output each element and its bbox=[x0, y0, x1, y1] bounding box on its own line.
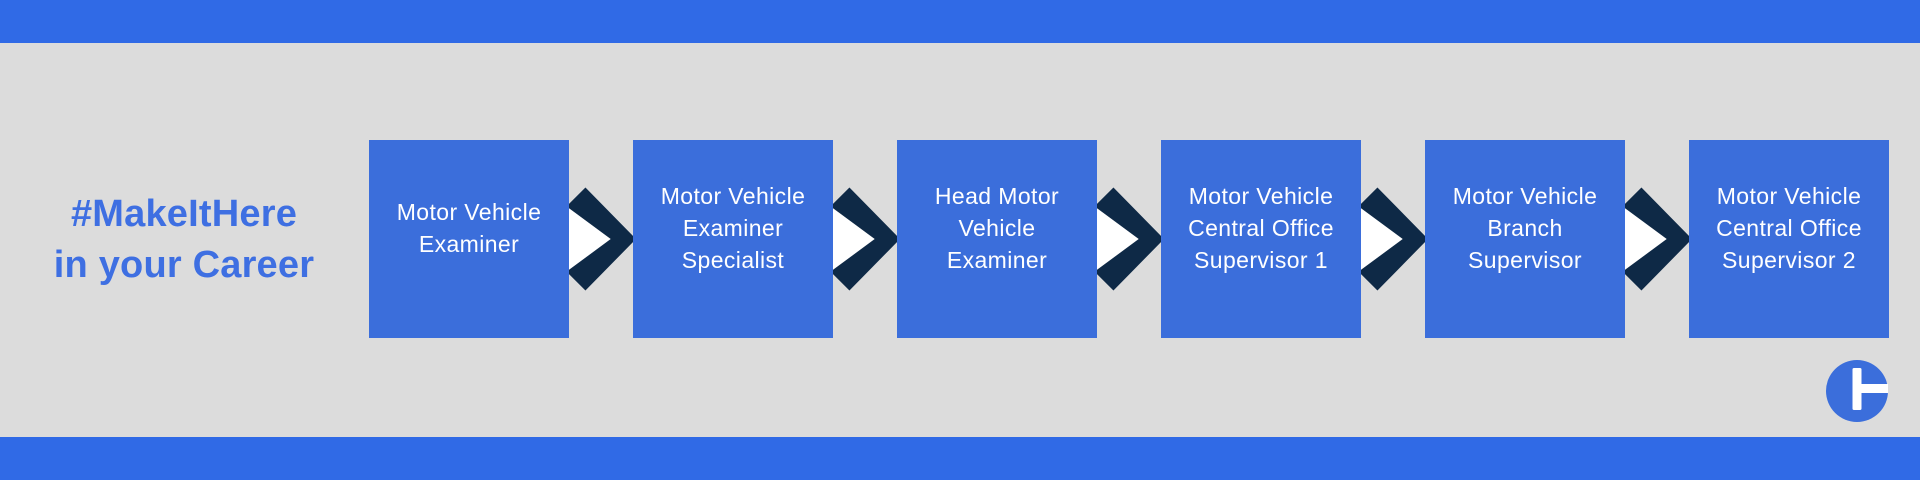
brand-logo-icon bbox=[1826, 360, 1888, 422]
top-bar bbox=[0, 0, 1920, 43]
chevron-right-icon bbox=[1094, 187, 1164, 291]
chevron-right-icon bbox=[1358, 187, 1428, 291]
chevron-right-icon bbox=[830, 187, 900, 291]
career-step-3: Head Motor Vehicle Examiner bbox=[897, 140, 1097, 338]
chevron-right-icon bbox=[566, 187, 636, 291]
career-step-1: Motor Vehicle Examiner bbox=[369, 140, 569, 338]
career-flow: Motor Vehicle Examiner Motor Vehicle Exa… bbox=[369, 140, 1889, 338]
title-line-1: #MakeItHere bbox=[70, 193, 298, 236]
career-step-label: Motor Vehicle Examiner bbox=[396, 198, 542, 257]
career-step-5: Motor Vehicle Branch Supervisor bbox=[1425, 140, 1625, 338]
career-step-label: Motor Vehicle Central Office Supervisor … bbox=[1188, 182, 1334, 274]
career-step-4: Motor Vehicle Central Office Supervisor … bbox=[1161, 140, 1361, 338]
campaign-title: #MakeItHere in your Career bbox=[28, 43, 340, 437]
career-step-label: Motor Vehicle Branch Supervisor bbox=[1452, 182, 1598, 274]
career-step-label: Motor Vehicle Central Office Supervisor … bbox=[1716, 182, 1862, 274]
title-line-2: in your Career bbox=[53, 244, 315, 286]
career-step-6: Motor Vehicle Central Office Supervisor … bbox=[1689, 140, 1889, 338]
chevron-right-icon bbox=[1622, 187, 1692, 291]
bottom-bar bbox=[0, 437, 1920, 480]
career-step-label: Head Motor Vehicle Examiner bbox=[934, 182, 1060, 274]
career-step-label: Motor Vehicle Examiner Specialist bbox=[660, 182, 806, 274]
career-step-2: Motor Vehicle Examiner Specialist bbox=[633, 140, 833, 338]
